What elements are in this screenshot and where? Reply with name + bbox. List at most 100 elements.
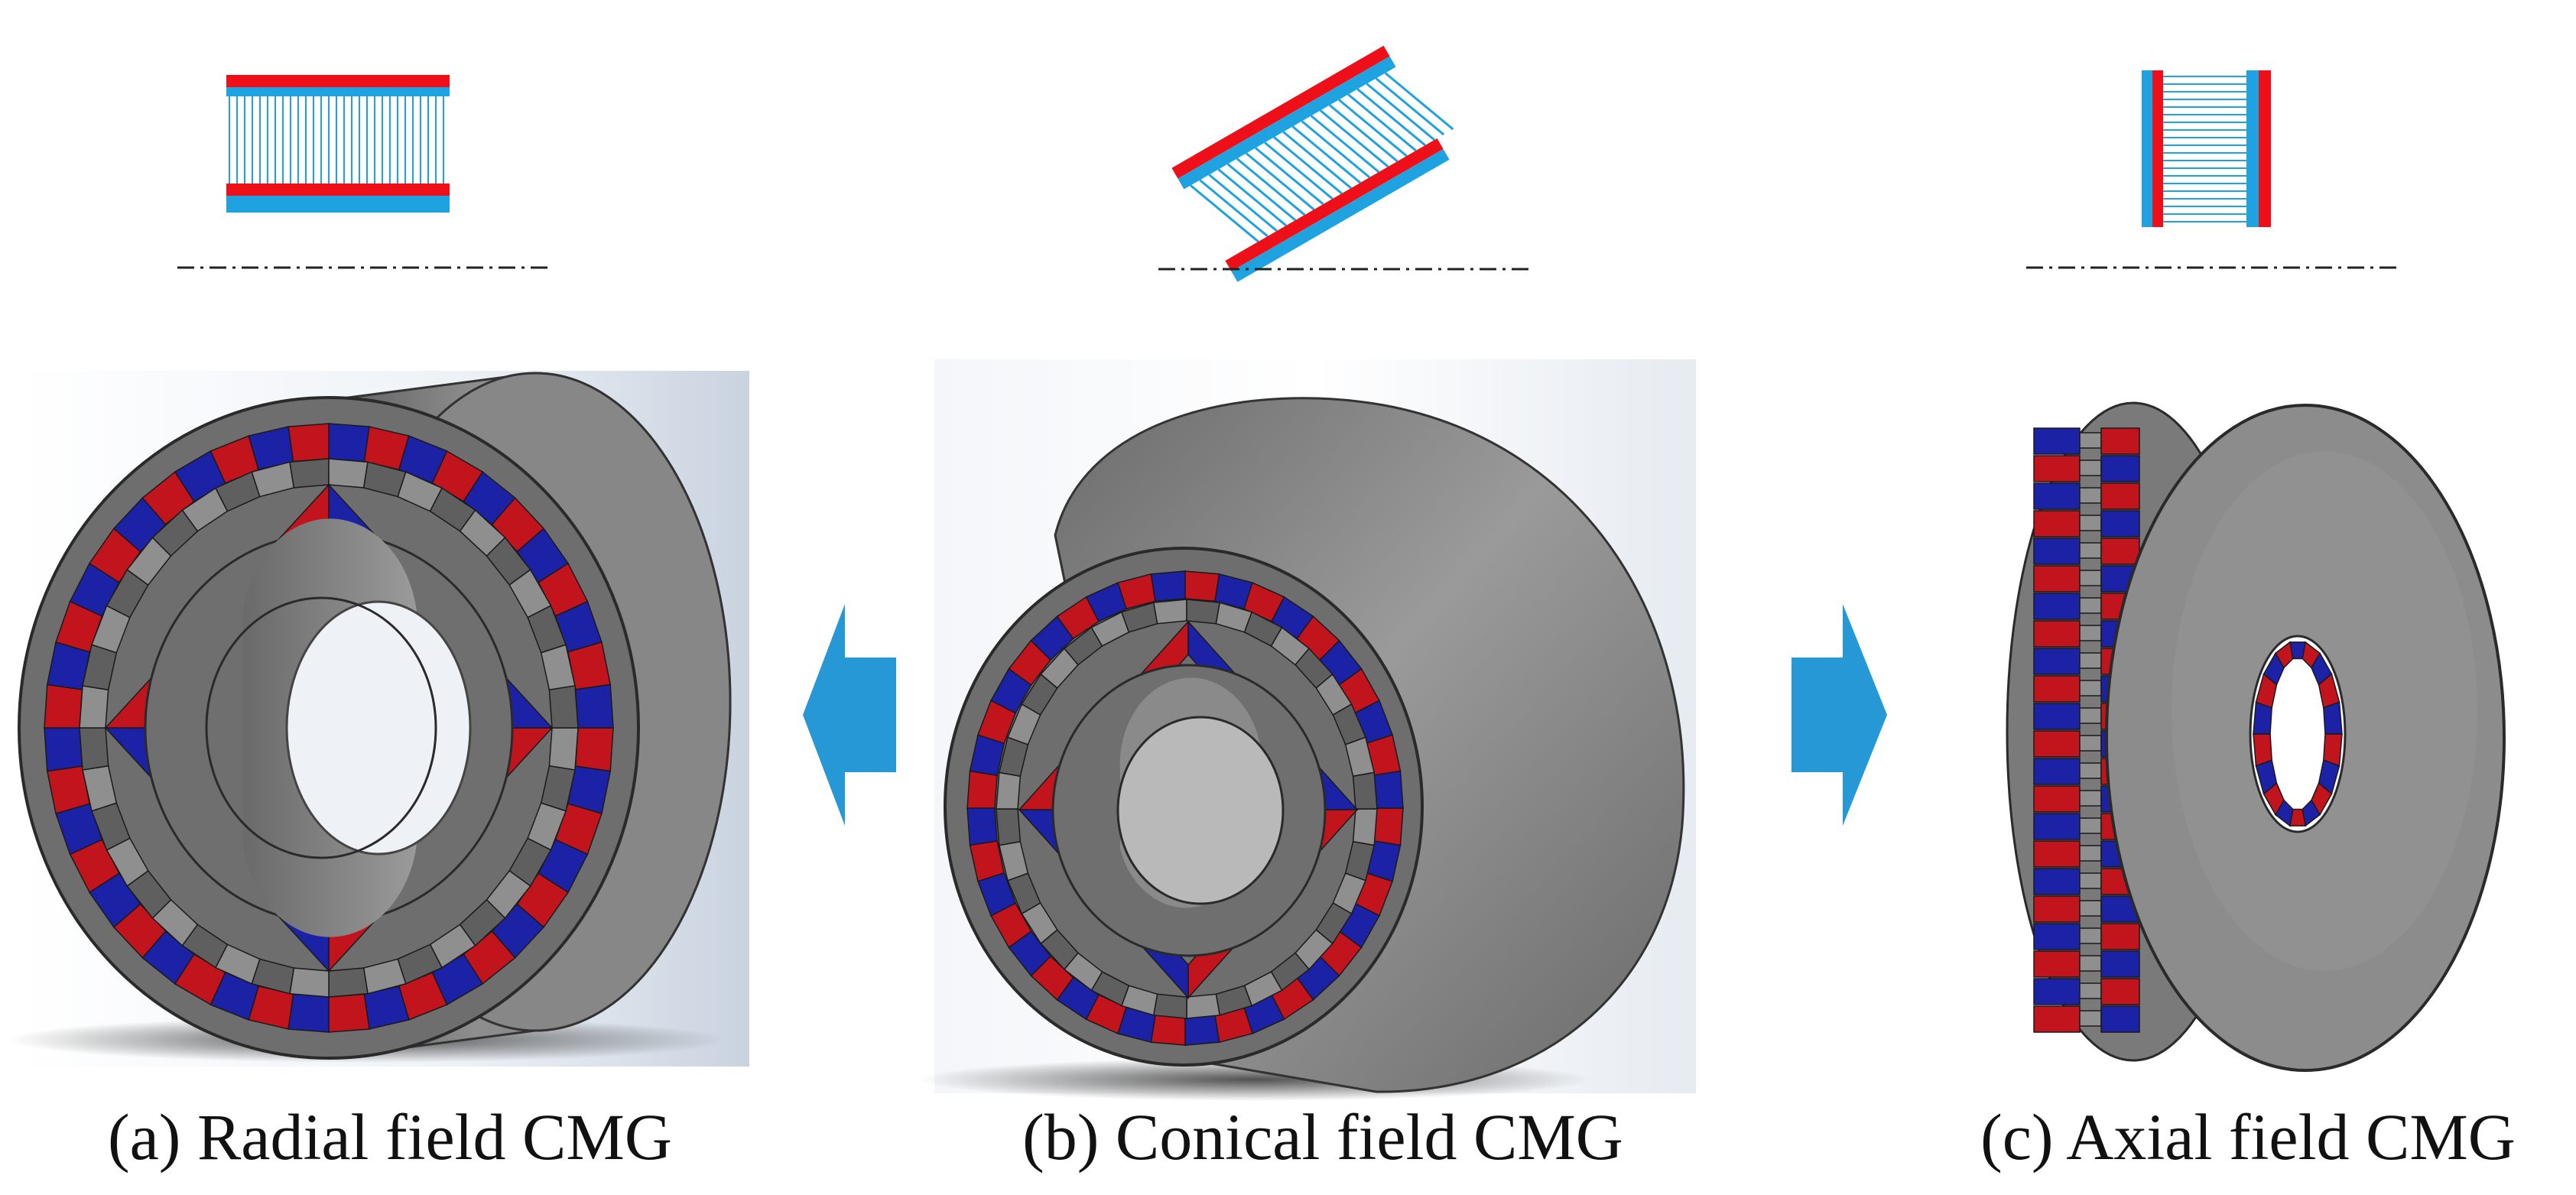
- airgap-line: [1375, 77, 1445, 136]
- airgap-line: [1329, 104, 1398, 163]
- radial-bore-opening: [285, 600, 472, 856]
- edge-pole: [2079, 762, 2102, 779]
- edge-pole: [2079, 597, 2102, 614]
- edge-magnet: [2100, 537, 2140, 565]
- edge-pole: [2079, 570, 2102, 586]
- radial-outer-magnet-red: [226, 75, 450, 87]
- edge-magnet: [2100, 510, 2140, 537]
- arrow-left-icon: [803, 604, 896, 826]
- radial-schematic: [177, 75, 549, 269]
- edge-magnet: [2033, 730, 2081, 758]
- conical-inner-magnet-red: [1225, 138, 1444, 271]
- edge-pole: [2079, 735, 2102, 752]
- edge-magnet: [2033, 455, 2081, 482]
- edge-magnet: [2033, 565, 2081, 593]
- outer-magnet-segment: [287, 993, 330, 1033]
- edge-magnet: [2033, 675, 2081, 703]
- conical-outer-magnet-blue: [1178, 56, 1396, 190]
- radial-inner-magnet-red: [226, 183, 450, 196]
- edge-pole: [2079, 790, 2102, 807]
- outer-magnet-segment: [1372, 807, 1404, 846]
- modulator-pole: [1152, 599, 1187, 625]
- modulator-pole: [548, 685, 579, 729]
- caption-conical-cmg: (b) Conical field CMG: [1022, 1100, 1623, 1174]
- edge-magnet: [2033, 895, 2081, 923]
- edge-magnet: [2033, 813, 2081, 840]
- airgap-line: [1199, 179, 1269, 238]
- airgap-line: [1208, 174, 1278, 232]
- bore-magnet-segment: [2253, 733, 2272, 767]
- outer-magnet-segment: [44, 727, 83, 772]
- conical-bore-opening: [1116, 716, 1285, 905]
- outer-magnet-segment: [287, 423, 330, 463]
- outer-magnet-segment: [1184, 1014, 1220, 1046]
- outer-magnet-segment: [1150, 570, 1186, 602]
- caption-radial-cmg: (a) Radial field CMG: [108, 1100, 672, 1174]
- edge-magnet: [2033, 537, 2081, 565]
- airgap-line: [1356, 88, 1426, 147]
- edge-pole: [2079, 459, 2102, 476]
- airgap-line: [1366, 83, 1436, 141]
- arrow-right-icon: [1792, 604, 1887, 826]
- edge-magnet: [2100, 923, 2140, 950]
- edge-pole: [2079, 872, 2102, 889]
- outer-magnet-segment: [574, 684, 614, 729]
- airgap-line: [1217, 168, 1288, 227]
- edge-magnet: [2033, 703, 2081, 730]
- airgap-line: [1245, 152, 1315, 211]
- axial-left-magnet-red: [2152, 70, 2163, 227]
- conical-outer-magnet-red: [1171, 45, 1390, 179]
- edge-magnet: [2033, 978, 2081, 1005]
- edge-magnet: [2033, 950, 2081, 978]
- edge-pole: [2079, 1010, 2102, 1027]
- axial-cmg-render: [2006, 401, 2506, 1072]
- outer-magnet-segment: [1150, 1014, 1186, 1046]
- airgap-line: [1301, 120, 1371, 179]
- modulator-pole: [996, 808, 1022, 846]
- outer-magnet-segment: [328, 993, 370, 1033]
- axial-right-magnet-red: [2259, 70, 2271, 227]
- modulator-pole: [1352, 808, 1378, 846]
- edge-magnet: [2033, 868, 2081, 895]
- edge-magnet: [2033, 427, 2081, 455]
- modulator-pole: [79, 727, 109, 771]
- edge-magnet: [2033, 785, 2081, 813]
- edge-magnet: [2033, 758, 2081, 785]
- axial-schematic: [2026, 70, 2397, 269]
- edge-pole: [2079, 955, 2102, 972]
- airgap-line: [1291, 125, 1362, 184]
- edge-magnet: [2100, 482, 2140, 510]
- airgap-line: [1236, 157, 1306, 216]
- modulator-pole: [548, 727, 579, 771]
- modulator-pole: [328, 458, 369, 489]
- edge-magnet: [2033, 482, 2081, 510]
- airgap-line: [1282, 131, 1352, 190]
- bore-magnet-segment: [2323, 701, 2343, 735]
- modulator-pole: [996, 771, 1022, 810]
- outer-magnet-segment: [44, 684, 83, 729]
- outer-magnet-segment: [1372, 770, 1404, 809]
- modulator-pole: [79, 685, 109, 729]
- modulator-pole: [1152, 993, 1187, 1019]
- edge-pole: [2079, 900, 2102, 917]
- edge-magnet: [2100, 950, 2140, 978]
- edge-magnet: [2100, 455, 2140, 482]
- edge-magnet: [2100, 978, 2140, 1005]
- airgap-line: [1347, 93, 1417, 152]
- airgap-line: [1264, 141, 1333, 200]
- airgap-line: [1384, 72, 1454, 131]
- edge-magnet: [2033, 840, 2081, 868]
- edge-pole: [2079, 817, 2102, 834]
- airgap-line: [1319, 109, 1389, 168]
- outer-magnet-segment: [966, 807, 998, 846]
- airgap-line: [1255, 147, 1324, 206]
- edge-pole: [2079, 845, 2102, 862]
- edge-magnet: [2100, 427, 2140, 455]
- axial-bore-magnets: [2253, 641, 2343, 827]
- modulator-pole: [328, 967, 369, 998]
- edge-pole: [2079, 432, 2102, 449]
- edge-pole: [2079, 652, 2102, 669]
- edge-pole: [2079, 487, 2102, 504]
- radial-bore-front: [205, 596, 437, 859]
